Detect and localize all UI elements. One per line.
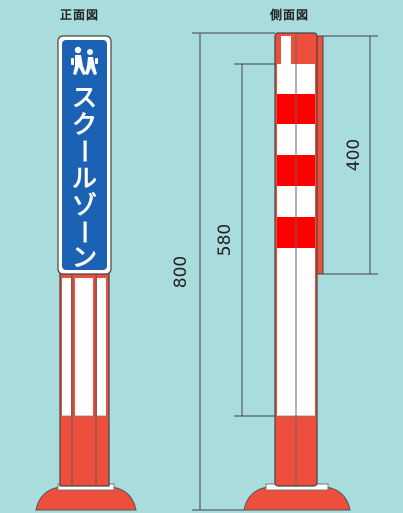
dim-580-label: 580 bbox=[215, 224, 235, 256]
front-post-white-center bbox=[75, 278, 93, 416]
front-view-title: 正面図 bbox=[60, 8, 100, 22]
sign-char-6: ー bbox=[70, 219, 99, 244]
front-post-white-left bbox=[62, 278, 71, 416]
side-top-highlight bbox=[281, 36, 291, 64]
sign-char-3: ー bbox=[70, 138, 99, 163]
side-view-title: 側面図 bbox=[270, 8, 310, 22]
dim-400-label: 400 bbox=[344, 139, 364, 171]
front-view: ス ク ー ル ゾ ー ン bbox=[35, 35, 137, 511]
front-post-white-right bbox=[97, 278, 106, 416]
sign-blue-field bbox=[62, 40, 107, 270]
sign-char-4: ル bbox=[72, 164, 97, 193]
children-crossing-icon bbox=[71, 46, 98, 75]
sign-char-5: ゾ bbox=[72, 191, 97, 220]
dimension-lines bbox=[192, 32, 378, 511]
sign-char-7: ン bbox=[72, 243, 97, 272]
sign-char-2: ク bbox=[72, 110, 97, 139]
dim-800-label: 800 bbox=[171, 256, 191, 288]
side-view bbox=[243, 32, 351, 511]
side-sign-edge bbox=[316, 35, 324, 275]
sign-char-1: ス bbox=[72, 83, 97, 112]
